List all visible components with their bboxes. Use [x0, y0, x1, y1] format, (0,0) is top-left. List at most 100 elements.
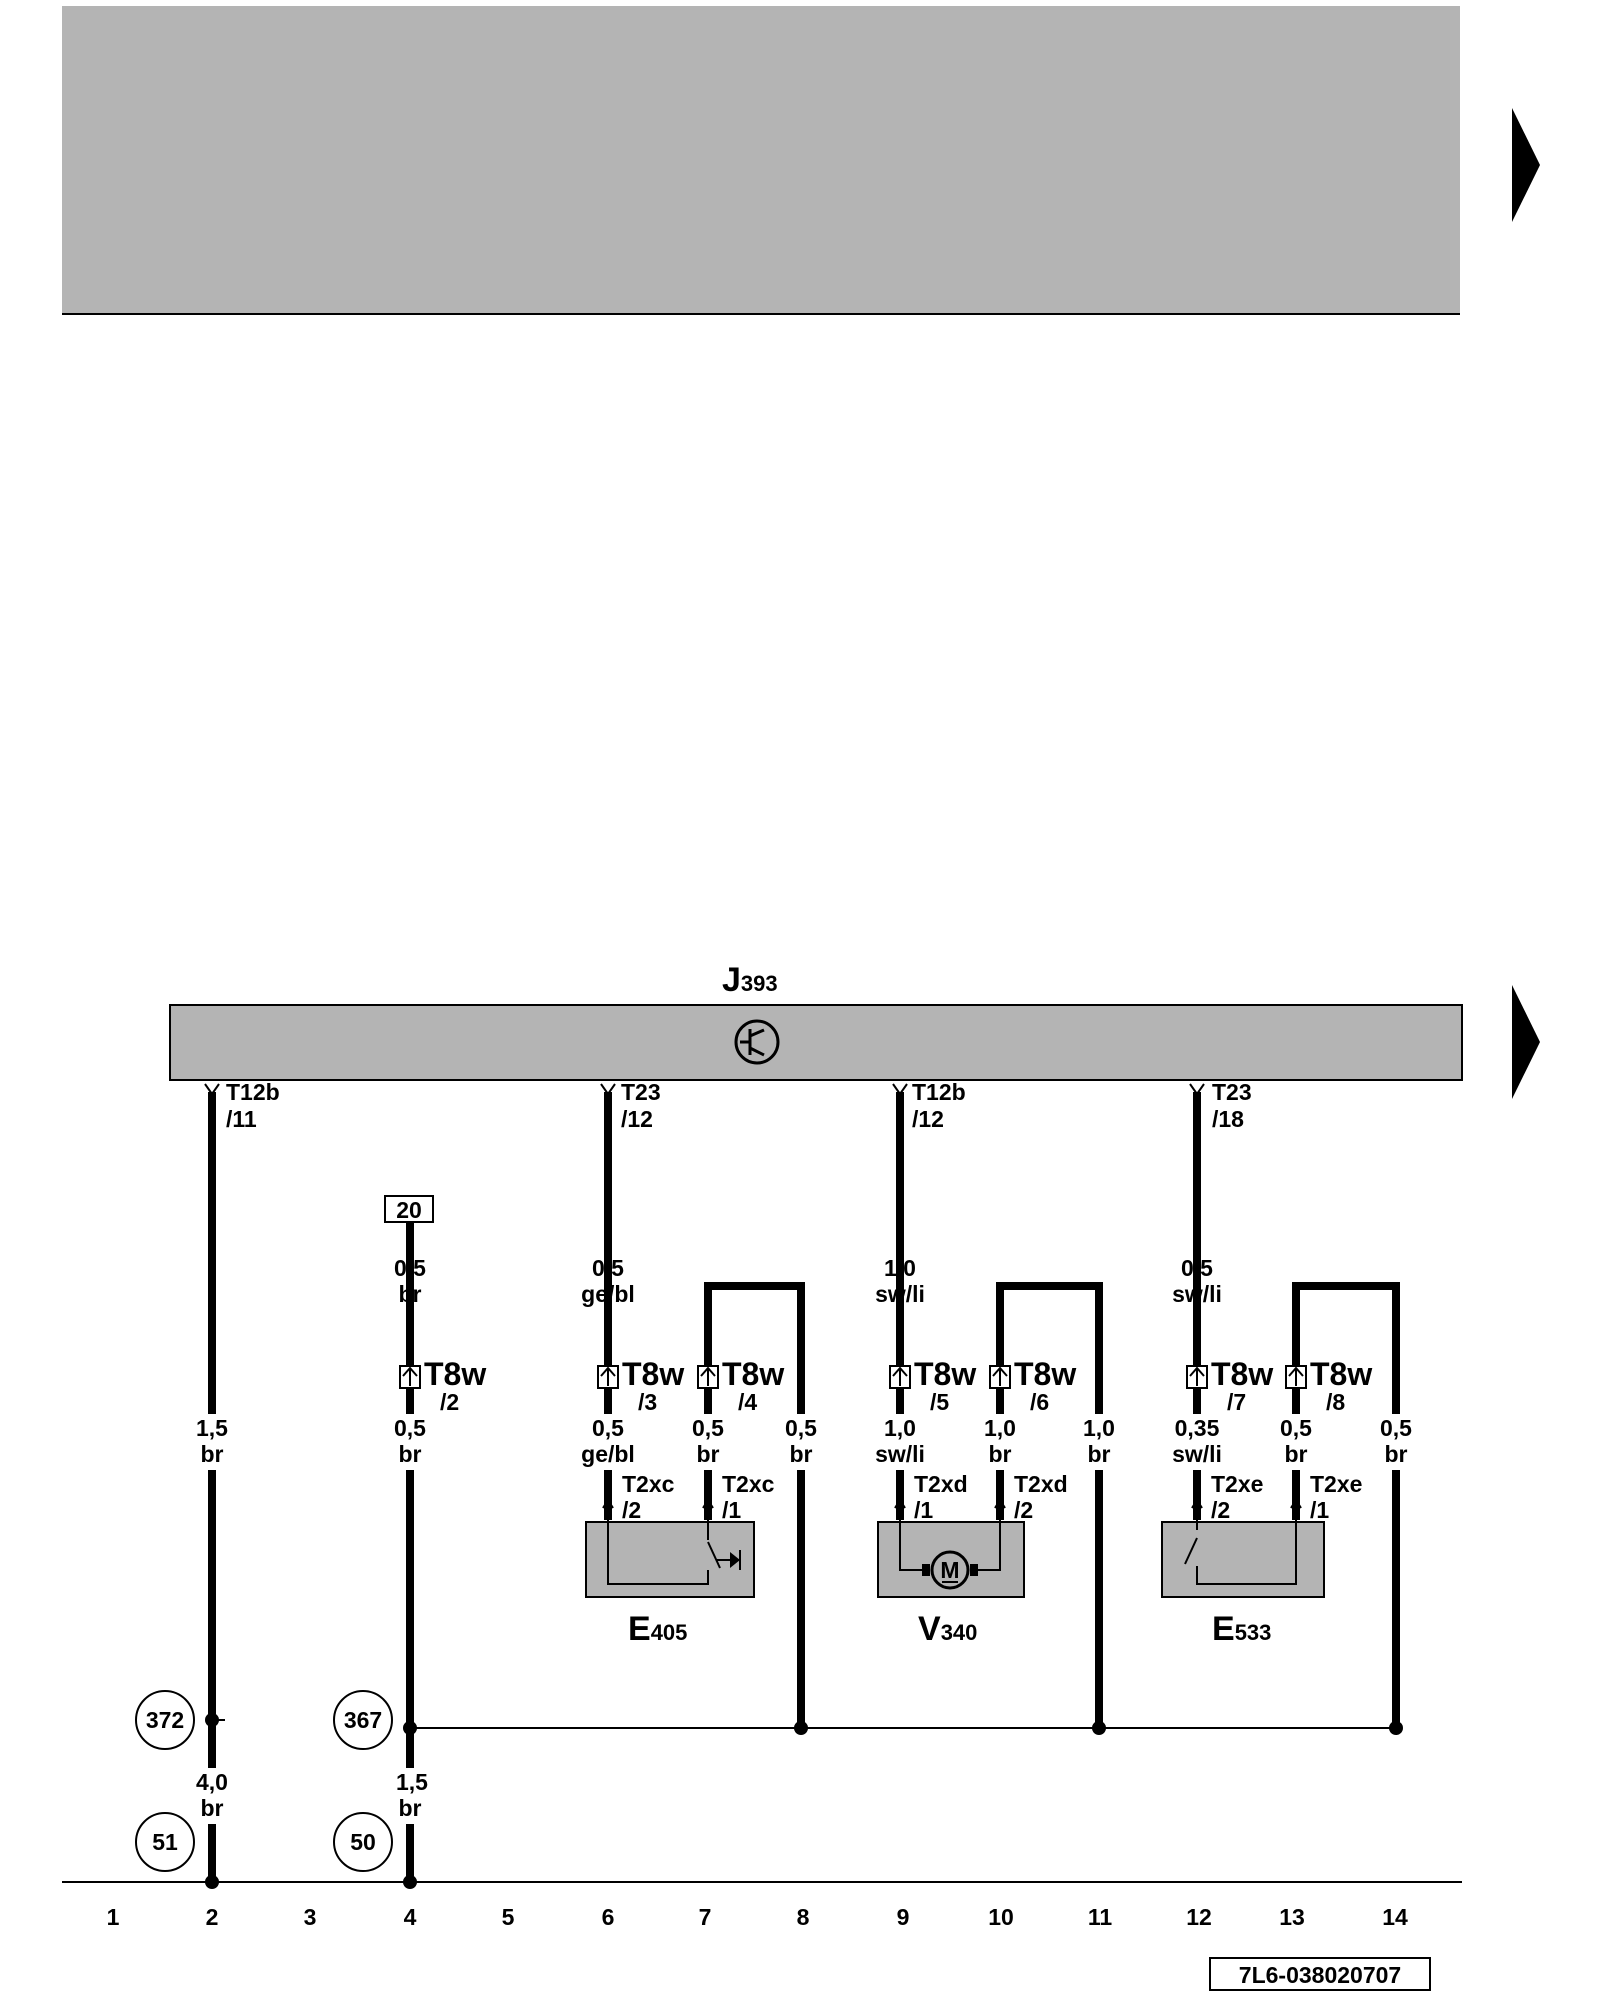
- wire-label-col4-mid: 0,5br: [390, 1414, 430, 1470]
- header-area: [62, 6, 1460, 314]
- svg-text:T8w: T8w: [622, 1356, 684, 1392]
- column-number: 6: [602, 1904, 615, 1930]
- svg-text:/2: /2: [622, 1497, 641, 1523]
- t2xd-connector-pin2: T2xd/2: [994, 1471, 1068, 1523]
- svg-text:/2: /2: [1211, 1497, 1230, 1523]
- column-number: 2: [206, 1904, 219, 1930]
- component-e405: [585, 1508, 755, 1598]
- t8w-connector-col7: T8w /4: [697, 1356, 784, 1415]
- svg-text:0,5: 0,5: [785, 1415, 817, 1441]
- svg-text:br: br: [989, 1441, 1012, 1467]
- e533-label: E533: [1212, 1610, 1271, 1648]
- t2xe-connector-pin1: T2xe/1: [1290, 1471, 1362, 1523]
- ref-circle-372: 372: [135, 1690, 195, 1750]
- junction-col8: [794, 1721, 808, 1735]
- svg-text:T12b: T12b: [912, 1079, 966, 1105]
- fuse-reference-box: 20: [384, 1195, 434, 1223]
- t2xd-connector-pin1: T2xd/1: [894, 1471, 968, 1523]
- svg-text:T8w: T8w: [722, 1356, 784, 1392]
- t8w-connector-col10: T8w /6: [989, 1356, 1076, 1415]
- svg-text:T2xc: T2xc: [622, 1471, 675, 1497]
- v340-label: V340: [918, 1610, 977, 1648]
- column-number: 11: [1088, 1904, 1113, 1930]
- svg-text:ge/bl: ge/bl: [581, 1441, 635, 1467]
- wire-loop-col10-11: [1000, 1282, 1103, 1728]
- junction-col4: [403, 1721, 417, 1735]
- svg-text:/3: /3: [638, 1389, 657, 1415]
- wire-loop-col13-14: [1296, 1282, 1400, 1728]
- wire-label-col11-mid: 1,0br: [1079, 1414, 1119, 1470]
- pin-connector-col12: T23 /18: [1189, 1079, 1252, 1132]
- wire-label-col14-mid: 0,5br: [1376, 1414, 1416, 1470]
- svg-text:0,5: 0,5: [394, 1415, 426, 1441]
- svg-text:/1: /1: [914, 1497, 933, 1523]
- svg-text:br: br: [1385, 1441, 1408, 1467]
- svg-text:sw/li: sw/li: [875, 1441, 925, 1467]
- svg-text:0,5: 0,5: [1380, 1415, 1412, 1441]
- column-number: 7: [699, 1904, 712, 1930]
- wire-label-col10-mid: 1,0br: [980, 1414, 1020, 1470]
- svg-text:T8w: T8w: [424, 1356, 486, 1392]
- svg-text:/2: /2: [440, 1389, 459, 1415]
- wire-label-col4-lower: 1,5br: [390, 1768, 430, 1824]
- wire-label-col6-mid: 0,5ge/bl: [580, 1414, 636, 1470]
- svg-text:T2xe: T2xe: [1310, 1471, 1362, 1497]
- column-number: 8: [797, 1904, 810, 1930]
- control-unit-j393: [169, 1004, 1463, 1081]
- column-number: 10: [988, 1904, 1014, 1930]
- svg-text:/8: /8: [1326, 1389, 1345, 1415]
- t2xc-connector-pin1: T2xc/1: [702, 1471, 775, 1523]
- svg-text:T23: T23: [1212, 1079, 1252, 1105]
- column-number: 13: [1279, 1904, 1305, 1930]
- ref-circle-51: 51: [135, 1812, 195, 1872]
- svg-text:1,5: 1,5: [196, 1415, 228, 1441]
- wire-label-col6-upper: 0,5 ge/bl: [581, 1255, 635, 1307]
- junction-col11: [1092, 1721, 1106, 1735]
- ref-circle-50: 50: [333, 1812, 393, 1872]
- column-number: 1: [107, 1904, 120, 1930]
- svg-text:T2xe: T2xe: [1211, 1471, 1263, 1497]
- j393-label: J393: [722, 961, 778, 999]
- t8w-connector-col6: T8w /3: [597, 1356, 684, 1415]
- svg-text:/12: /12: [621, 1106, 653, 1132]
- wire-label-col8-mid: 0,5br: [781, 1414, 821, 1470]
- svg-text:T12b: T12b: [226, 1079, 280, 1105]
- svg-text:/4: /4: [738, 1389, 757, 1415]
- transistor-icon: [734, 1019, 780, 1065]
- svg-text:br: br: [790, 1441, 813, 1467]
- t2xc-connector-pin2: T2xc/2: [602, 1471, 675, 1523]
- svg-text:50: 50: [350, 1829, 376, 1855]
- wire-loop-col7-8: [708, 1282, 805, 1728]
- svg-text:T2xd: T2xd: [1014, 1471, 1068, 1497]
- ref-circle-367: 367: [333, 1690, 393, 1750]
- svg-text:1,0: 1,0: [884, 1255, 916, 1281]
- svg-text:0,35: 0,35: [1175, 1415, 1220, 1441]
- svg-text:/2: /2: [1014, 1497, 1033, 1523]
- svg-text:51: 51: [152, 1829, 178, 1855]
- next-page-arrow-top[interactable]: [1512, 108, 1540, 222]
- svg-text:1,0: 1,0: [884, 1415, 916, 1441]
- svg-text:367: 367: [344, 1707, 382, 1733]
- t8w-connector-col13: T8w /8: [1285, 1356, 1372, 1415]
- svg-text:20: 20: [396, 1197, 422, 1223]
- next-page-arrow-bottom[interactable]: [1512, 985, 1540, 1099]
- svg-text:sw/li: sw/li: [875, 1281, 925, 1307]
- wire-label-col9-mid: 1,0sw/li: [872, 1414, 928, 1470]
- svg-text:/1: /1: [1310, 1497, 1329, 1523]
- pin-connector-col2: T12b /11: [204, 1079, 280, 1132]
- svg-text:0,5: 0,5: [692, 1415, 724, 1441]
- svg-text:4,0: 4,0: [196, 1769, 228, 1795]
- ground-point-col2: [205, 1875, 219, 1889]
- column-numbers: 1 2 3 4 5 6 7 8 9 10 11 12 13 14: [107, 1904, 1408, 1930]
- svg-text:T2xd: T2xd: [914, 1471, 968, 1497]
- column-number: 3: [304, 1904, 317, 1930]
- svg-text:0,5: 0,5: [1181, 1255, 1213, 1281]
- svg-text:1,5: 1,5: [396, 1769, 428, 1795]
- motor-m-label: M: [940, 1557, 959, 1583]
- pin-connector-col6: T23 /12: [600, 1079, 661, 1132]
- wire-label-col12-upper: 0,5 sw/li: [1172, 1255, 1222, 1307]
- svg-text:ge/bl: ge/bl: [581, 1281, 635, 1307]
- svg-text:br: br: [201, 1441, 224, 1467]
- svg-text:/1: /1: [722, 1497, 741, 1523]
- svg-text:/5: /5: [930, 1389, 949, 1415]
